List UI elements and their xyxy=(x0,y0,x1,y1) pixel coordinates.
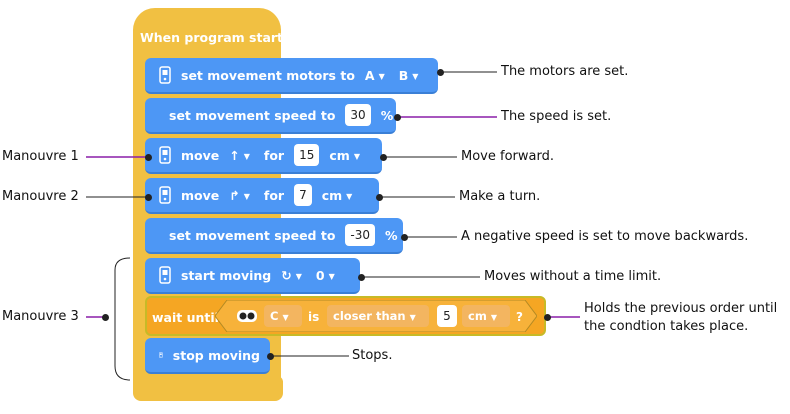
dot-speed2 xyxy=(401,234,408,241)
speed-unit: % xyxy=(380,107,394,123)
block-label: stop moving xyxy=(172,347,260,363)
dot-motors xyxy=(437,69,444,76)
set-movement-speed-negative-block[interactable]: set movement speed to -30 % xyxy=(145,218,403,254)
steering-dropdown[interactable]: ↻▼ xyxy=(281,267,302,283)
block-label: move xyxy=(181,147,220,163)
move-forward-block[interactable]: move ↑▼ for 15 cm▼ xyxy=(145,138,382,174)
distance-input[interactable]: 15 xyxy=(294,144,320,166)
label-manouvre-2: Manouvre 2 xyxy=(2,189,79,204)
port-dropdown[interactable]: C ▼ xyxy=(264,305,302,327)
note-start: Moves without a time limit. xyxy=(484,269,662,284)
stop-moving-block[interactable]: stop moving xyxy=(145,338,270,374)
direction-dropdown[interactable]: ↱▼ xyxy=(229,187,250,203)
hub-icon xyxy=(159,146,171,164)
speed-unit: % xyxy=(385,227,398,243)
block-label: start moving xyxy=(181,267,272,283)
dot-speed1 xyxy=(394,114,401,121)
note-speed2: A negative speed is set to move backward… xyxy=(461,229,749,244)
note-wait-line1: Holds the previous order until xyxy=(584,301,778,316)
threshold-input[interactable]: 5 xyxy=(437,305,457,327)
dot-manouvre3 xyxy=(102,314,109,321)
speed-input[interactable]: -30 xyxy=(345,224,376,246)
steering-icon: ↻ xyxy=(281,267,292,283)
event-hat-block-footer xyxy=(133,376,283,401)
dot-wait xyxy=(544,314,551,321)
move-turn-block[interactable]: move ↱▼ for 7 cm▼ xyxy=(145,178,379,214)
arrow-up-icon: ↑ xyxy=(229,147,240,163)
dot-stop xyxy=(267,353,274,360)
dot-move2 xyxy=(376,194,383,201)
note-stop: Stops. xyxy=(352,348,393,363)
label-manouvre-1: Manouvre 1 xyxy=(2,149,79,164)
turn-right-icon: ↱ xyxy=(229,187,240,203)
question-mark: ? xyxy=(516,310,523,324)
distance-input[interactable]: 7 xyxy=(294,184,312,206)
wait-until-label: wait until xyxy=(152,310,219,325)
hub-icon xyxy=(159,66,171,84)
block-label: set movement speed to xyxy=(169,107,336,123)
note-wait-line2: the condtion takes place. xyxy=(584,319,749,334)
for-label: for xyxy=(263,147,285,163)
dot-manouvre1 xyxy=(145,154,152,161)
set-movement-speed-block[interactable]: set movement speed to 30 % xyxy=(145,98,396,134)
hub-icon xyxy=(159,352,163,358)
dot-start xyxy=(358,274,365,281)
label-manouvre-3: Manouvre 3 xyxy=(2,309,79,324)
motor-a-dropdown[interactable]: A▼ xyxy=(364,67,385,83)
note-motors: The motors are set. xyxy=(501,64,629,79)
unit-dropdown[interactable]: cm▼ xyxy=(329,147,360,163)
block-label: set movement motors to xyxy=(181,67,355,83)
motor-b-dropdown[interactable]: B▼ xyxy=(398,67,419,83)
steering-value-dropdown[interactable]: 0▼ xyxy=(315,267,335,283)
hub-icon xyxy=(159,186,171,204)
block-label: set movement speed to xyxy=(169,227,336,243)
unit-dropdown[interactable]: cm▼ xyxy=(321,187,353,203)
unit-dropdown[interactable]: cm ▼ xyxy=(462,305,510,327)
event-hat-title: When program starts xyxy=(140,30,291,45)
hub-icon xyxy=(159,266,171,284)
for-label: for xyxy=(263,187,285,203)
note-move1: Move forward. xyxy=(461,149,554,164)
set-movement-motors-block[interactable]: set movement motors to A▼ B▼ xyxy=(145,58,438,94)
direction-dropdown[interactable]: ↑▼ xyxy=(229,147,250,163)
compare-dropdown[interactable]: closer than ▼ xyxy=(327,305,429,327)
distance-sensor-icon xyxy=(237,310,257,322)
dot-move1 xyxy=(380,154,387,161)
dot-manouvre2 xyxy=(145,194,152,201)
speed-input[interactable]: 30 xyxy=(345,104,371,126)
block-label: move xyxy=(181,187,220,203)
note-move2: Make a turn. xyxy=(459,189,541,204)
start-moving-block[interactable]: start moving ↻▼ 0▼ xyxy=(145,258,360,294)
manouvre3-bracket xyxy=(114,257,131,381)
is-label: is xyxy=(308,310,320,324)
note-speed1: The speed is set. xyxy=(501,109,612,124)
